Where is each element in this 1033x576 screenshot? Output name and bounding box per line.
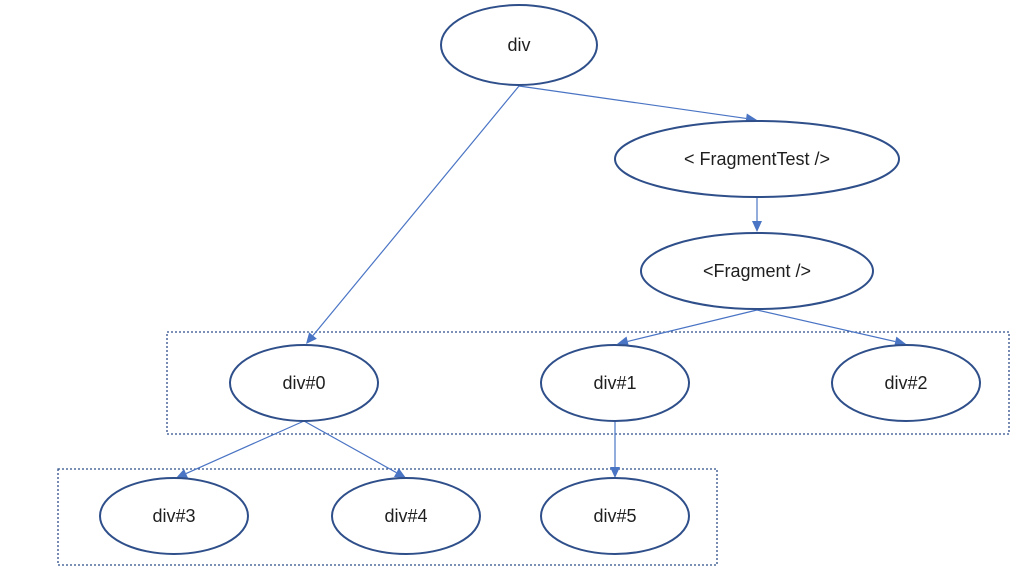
- node-div4: div#4: [331, 477, 481, 555]
- node-div3: div#3: [99, 477, 249, 555]
- arrowhead-icon: [894, 336, 906, 347]
- arrowhead-icon: [752, 221, 762, 232]
- node-label: div#3: [152, 506, 195, 526]
- node-ellipse: [831, 344, 981, 422]
- node-ellipse: [99, 477, 249, 555]
- arrowhead-icon: [393, 468, 406, 478]
- nodes: div < FragmentTest /> <Fragment /> div#0 div…: [99, 4, 981, 555]
- node-div2: div#2: [831, 344, 981, 422]
- edge-div0-to-div4: [303, 420, 397, 474]
- edge-div-to-fragment-test: [518, 85, 747, 120]
- node-ellipse: [331, 477, 481, 555]
- node-div1: div#1: [540, 344, 690, 422]
- node-div0: div#0: [229, 344, 379, 422]
- node-label: div#5: [593, 506, 636, 526]
- group-boxes: [57, 331, 1010, 566]
- node-label: div#0: [282, 373, 325, 393]
- node-label: < FragmentTest />: [684, 149, 830, 169]
- edges: [176, 85, 906, 479]
- group-box-row-2: [57, 468, 718, 566]
- node-fragment-test: < FragmentTest />: [614, 120, 900, 198]
- arrowhead-icon: [610, 467, 620, 478]
- edge-fragment-to-div1: [627, 309, 758, 342]
- node-label: div#2: [884, 373, 927, 393]
- arrowhead-icon: [176, 468, 189, 479]
- node-label: div: [507, 35, 530, 55]
- node-label: <Fragment />: [703, 261, 811, 281]
- node-label: div#4: [384, 506, 427, 526]
- arrowhead-icon: [617, 336, 629, 347]
- node-ellipse: [540, 477, 690, 555]
- node-ellipse: [440, 4, 598, 86]
- group-box-row-1: [166, 331, 1010, 435]
- node-ellipse: [229, 344, 379, 422]
- node-ellipse: [614, 120, 900, 198]
- node-label: div#1: [593, 373, 636, 393]
- node-fragment: <Fragment />: [640, 232, 874, 310]
- edge-div0-to-div3: [185, 420, 305, 475]
- node-ellipse: [540, 344, 690, 422]
- arrowhead-icon: [306, 332, 317, 344]
- node-div: div: [440, 4, 598, 86]
- edge-fragment-to-div2: [756, 309, 896, 343]
- edge-div-to-div0: [312, 85, 520, 336]
- node-div5: div#5: [540, 477, 690, 555]
- node-ellipse: [640, 232, 874, 310]
